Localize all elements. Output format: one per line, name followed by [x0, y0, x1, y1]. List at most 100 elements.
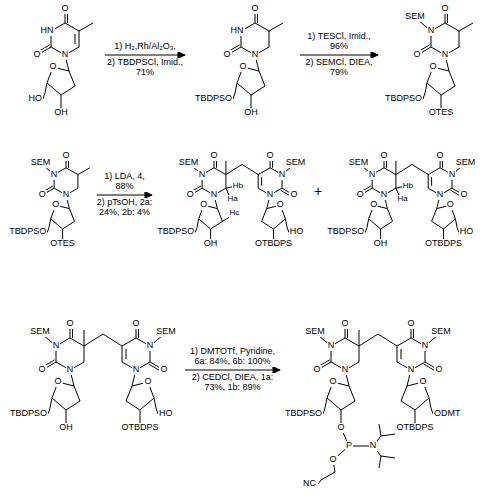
atom-label: O — [379, 151, 388, 161]
bond — [429, 398, 431, 408]
bond — [415, 410, 416, 423]
atom-label: N — [210, 190, 219, 200]
bond — [66, 168, 78, 175]
bond — [379, 424, 381, 436]
bond — [65, 23, 79, 31]
protecting-group: SEM — [285, 158, 307, 168]
plus-sign: + — [313, 184, 323, 199]
bond — [52, 398, 66, 410]
bond — [359, 334, 378, 346]
atom-label: N — [278, 170, 287, 180]
atom-label: O — [418, 377, 427, 387]
bond — [225, 175, 226, 189]
atom-label: O — [143, 377, 152, 387]
bond — [345, 338, 359, 346]
reaction-arrow — [185, 369, 280, 370]
bond — [262, 221, 274, 229]
atom-label: N — [427, 26, 436, 36]
bond — [199, 219, 211, 229]
bond — [401, 349, 402, 359]
protecting-group: SEM — [455, 158, 477, 168]
atom-label: O — [186, 190, 195, 200]
bond — [84, 334, 103, 346]
bond — [379, 456, 381, 468]
bond — [84, 330, 85, 346]
atom-label: O — [312, 365, 321, 375]
bond — [255, 23, 269, 31]
atom-label: O — [266, 151, 275, 161]
bond — [47, 83, 61, 95]
bond — [237, 83, 251, 95]
substituent-label: OH — [58, 423, 74, 433]
substituent-label: HO — [289, 227, 305, 237]
bond — [235, 83, 237, 93]
reagent-text: 1) H₂,Rh/Al₂O₃, — [103, 42, 187, 52]
protecting-group: SEM — [155, 327, 177, 337]
atom-label: O — [328, 455, 337, 465]
atom-label: HN — [40, 26, 55, 36]
substituent-label: HO — [28, 94, 44, 104]
substituent-label: OH — [243, 108, 259, 118]
substituent-label: OTBDPS — [395, 423, 434, 433]
protecting-group: SEM — [404, 12, 426, 22]
bond — [126, 349, 127, 359]
reaction-arrow — [105, 54, 185, 55]
bond — [70, 338, 84, 346]
bond — [459, 23, 473, 31]
atom-label: HN — [230, 26, 245, 36]
bond — [431, 177, 432, 186]
bond — [369, 219, 381, 229]
atom-label: N — [251, 50, 260, 60]
atom-label: O — [340, 319, 349, 329]
bond — [77, 175, 78, 189]
atom-label: N — [407, 365, 416, 375]
atom-label: O — [222, 50, 231, 60]
substituent-label: OTBDPS — [254, 239, 293, 249]
atom-label: O — [436, 151, 445, 161]
bond — [63, 221, 75, 229]
bond — [401, 401, 415, 410]
reagent-text: 1) DMTOTf, Pyridine, 6a: 84%, 6b: 100% — [186, 347, 280, 367]
atom-label: O — [356, 190, 365, 200]
bond — [61, 95, 62, 108]
atom-label: O — [238, 62, 247, 72]
protecting-group: SEM — [304, 327, 326, 337]
bond — [262, 209, 267, 222]
reagent-text: 2) CEDCl, DIEA, 1a: 73%, 1b: 89% — [186, 373, 280, 393]
bond — [217, 209, 222, 222]
bond — [387, 209, 392, 222]
bond — [455, 219, 457, 228]
atom-label: N — [62, 190, 71, 200]
atom-label: O — [369, 200, 378, 210]
substituent-label: HO — [158, 409, 174, 419]
bond — [285, 219, 287, 228]
atom-label: N — [369, 441, 378, 451]
bond — [79, 23, 93, 31]
atom-label: O — [199, 200, 208, 210]
protecting-group: SEM — [178, 158, 200, 168]
substituent-label: TBDPSO — [9, 409, 48, 419]
bond — [323, 408, 325, 414]
protecting-group: SEM — [30, 158, 52, 168]
atom-label: O — [434, 365, 443, 375]
bond — [226, 164, 242, 174]
atom-label: O — [48, 62, 57, 72]
bond — [359, 330, 360, 346]
bond — [425, 83, 427, 93]
bond — [122, 346, 123, 362]
bond — [84, 346, 85, 362]
atom-label: N — [66, 365, 75, 375]
bond — [126, 386, 132, 401]
bond — [269, 23, 283, 31]
atom-label: O — [440, 4, 449, 14]
bond — [427, 83, 441, 95]
atom-label: N — [421, 341, 430, 351]
hydrogen-label: Hc — [229, 209, 241, 218]
atom-label: O — [37, 365, 46, 375]
bond — [341, 401, 355, 410]
substituent-label: O — [336, 423, 345, 433]
substituent-label: OH — [373, 239, 389, 249]
bond — [381, 221, 393, 229]
bond — [415, 398, 429, 410]
atom-label: O — [428, 62, 437, 72]
